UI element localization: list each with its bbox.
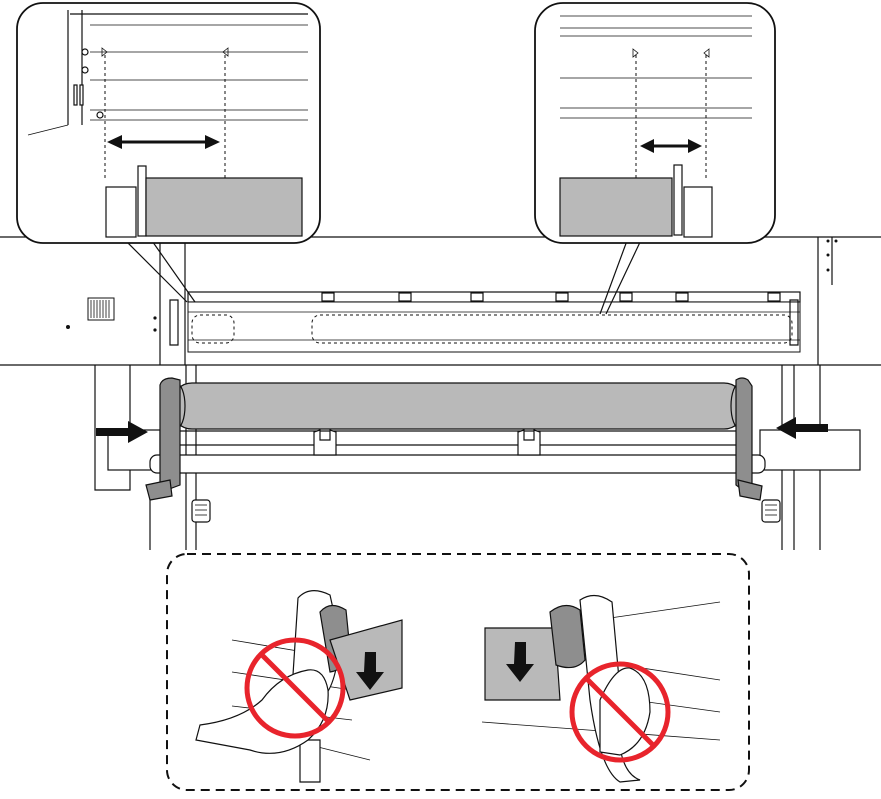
pinch-rollers <box>321 292 781 302</box>
prohibition-icon <box>244 637 346 739</box>
stand-frame <box>94 365 861 550</box>
leveling-knob <box>761 499 781 523</box>
double-arrow-icon <box>107 135 220 149</box>
callout-left <box>16 2 321 303</box>
push-arrow-icon <box>96 421 148 443</box>
printer-body <box>0 236 881 366</box>
down-arrow-icon <box>506 642 534 682</box>
callout-right <box>534 2 776 315</box>
incorrect-handling-left <box>195 590 403 783</box>
vent-grille <box>87 297 115 321</box>
push-arrow-icon <box>776 417 828 439</box>
double-arrow-icon <box>640 139 702 153</box>
roll-media <box>149 382 766 474</box>
roll-holder-right <box>735 377 763 501</box>
warning-detail-box <box>166 553 750 791</box>
incorrect-handling-right <box>481 594 721 783</box>
down-arrow-icon <box>356 652 384 690</box>
roll-holder-left <box>145 377 181 501</box>
leveling-knob <box>191 499 211 523</box>
prohibition-icon <box>569 661 671 763</box>
